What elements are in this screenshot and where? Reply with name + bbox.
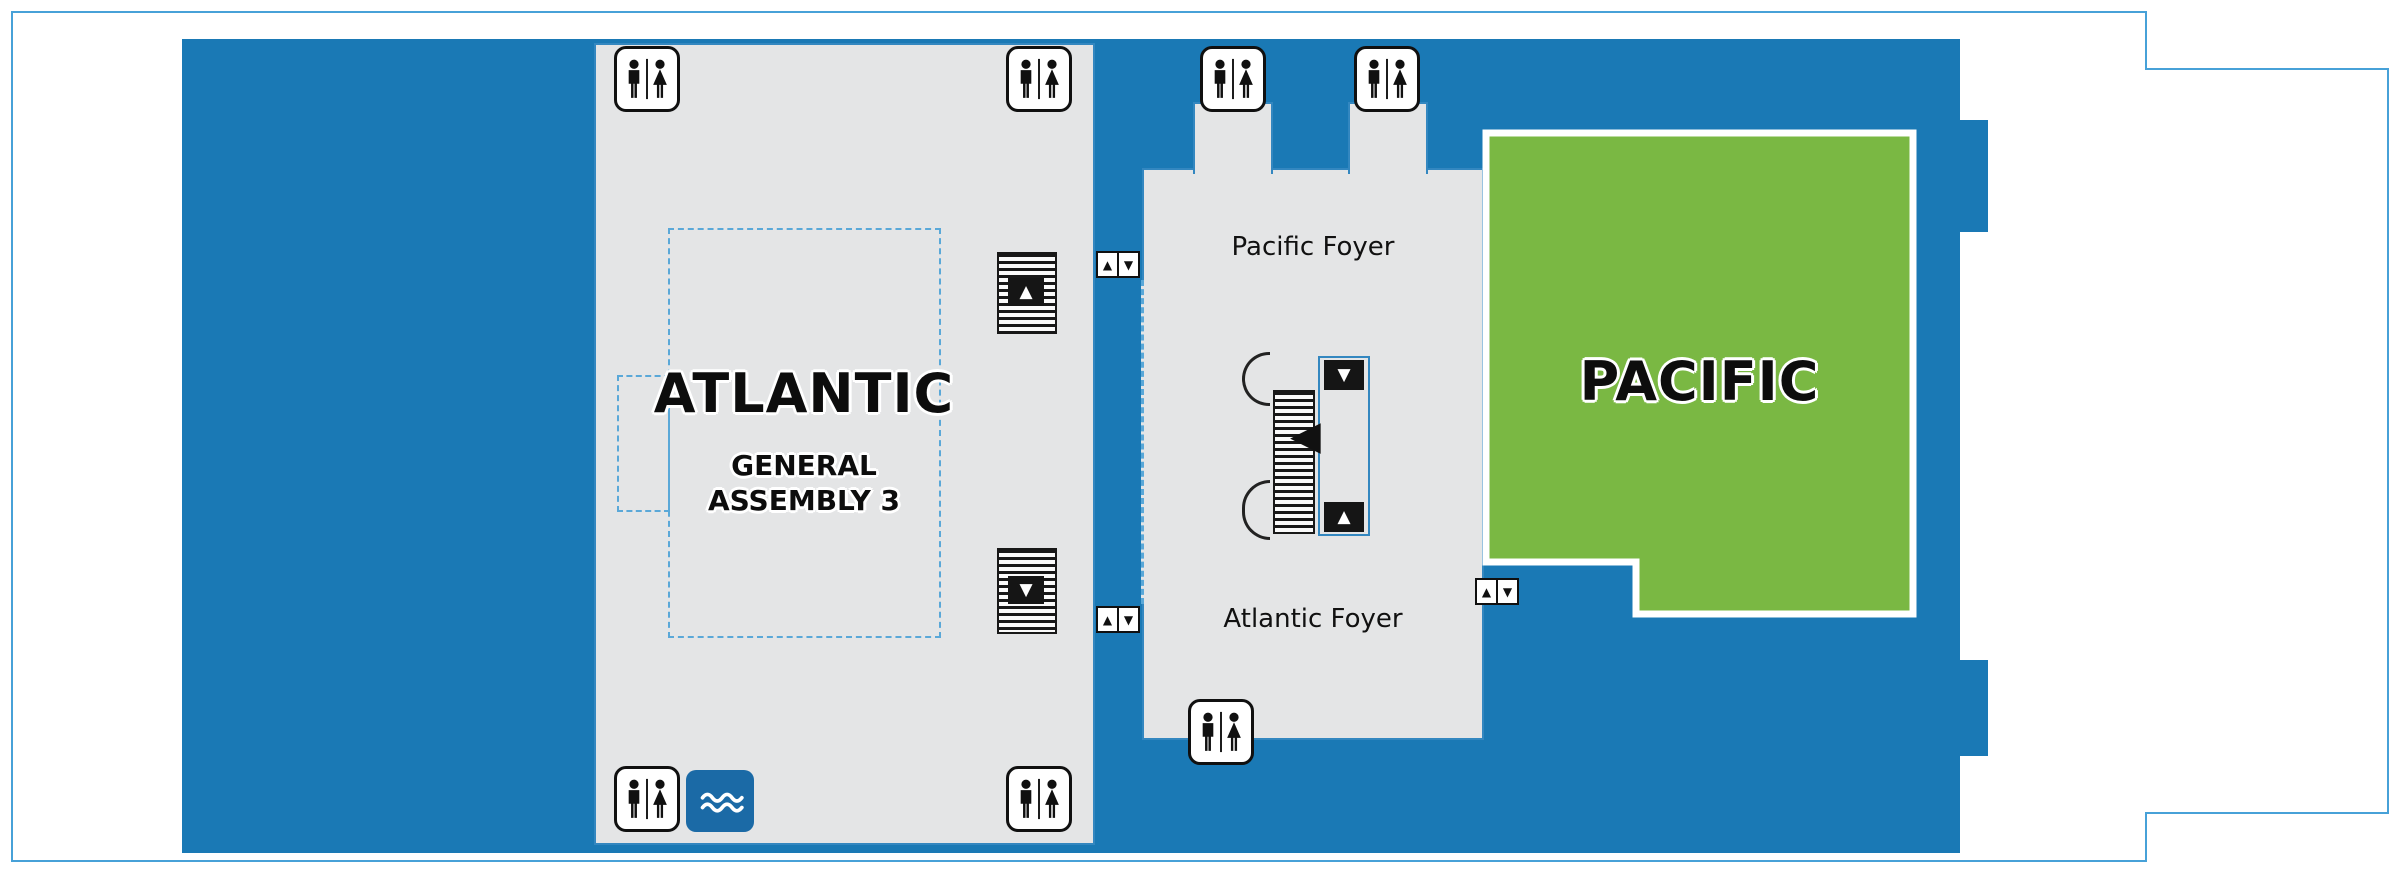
pacific-room-label: PACIFIC <box>1579 350 1820 413</box>
restroom-icon <box>1354 46 1420 112</box>
subtitle-line-2: ASSEMBLY 3 <box>707 484 901 517</box>
elevator-down-icon: ▼ <box>1496 578 1519 605</box>
subtitle-line-1: GENERAL <box>731 449 877 482</box>
escalator-down-atlantic: ▼ <box>997 548 1057 634</box>
elevator-down-icon: ▼ <box>1117 606 1140 633</box>
escalator-steps <box>1273 390 1315 534</box>
direction-left-arrow-icon: ◀ <box>1290 413 1321 459</box>
water-tab-top <box>1958 120 1988 232</box>
elevator-indicator-pacific: ▲ ▼ <box>1475 578 1519 605</box>
partition-dashed-left <box>617 375 670 512</box>
pacific-foyer-label: Pacific Foyer <box>1231 232 1395 262</box>
atlantic-room-label: ATLANTIC <box>653 362 955 425</box>
atlantic-foyer-label: Atlantic Foyer <box>1223 604 1403 634</box>
stair-arc-top <box>1242 352 1270 406</box>
partition-dashed-main <box>668 228 941 638</box>
water-feature-icon <box>686 770 754 832</box>
restroom-icon <box>1188 699 1254 765</box>
elevator-up-icon: ▲ <box>1096 606 1119 633</box>
central-escalator-bank: ▼ ▲ ◀ <box>1240 350 1390 550</box>
escalator-down-arrow-icon: ▼ <box>1008 576 1044 604</box>
restroom-icon <box>1200 46 1266 112</box>
restroom-icon <box>614 46 680 112</box>
restroom-icon <box>614 766 680 832</box>
escalator-up-arrow-icon: ▲ <box>1324 502 1364 532</box>
elevator-down-icon: ▼ <box>1117 251 1140 278</box>
elevator-indicator-top: ▲ ▼ <box>1096 251 1140 278</box>
pacific-room <box>1482 129 1917 618</box>
atlantic-room-subtitle: GENERAL ASSEMBLY 3 <box>594 448 1014 518</box>
foyer-stem-left <box>1193 102 1273 174</box>
escalator-down-arrow-icon: ▼ <box>1324 360 1364 390</box>
restroom-icon <box>1006 46 1072 112</box>
elevator-up-icon: ▲ <box>1475 578 1498 605</box>
atlantic-room <box>594 43 1095 845</box>
escalator-up-atlantic: ▲ <box>997 252 1057 334</box>
water-tab-bottom <box>1958 660 1988 756</box>
foyer-stem-right <box>1348 102 1428 174</box>
restroom-icon <box>1006 766 1072 832</box>
escalator-up-arrow-icon: ▲ <box>1008 278 1044 306</box>
elevator-indicator-bottom: ▲ ▼ <box>1096 606 1140 633</box>
corridor-dashed-wall <box>1141 280 1145 604</box>
elevator-up-icon: ▲ <box>1096 251 1119 278</box>
stair-arc-bottom <box>1242 480 1270 540</box>
